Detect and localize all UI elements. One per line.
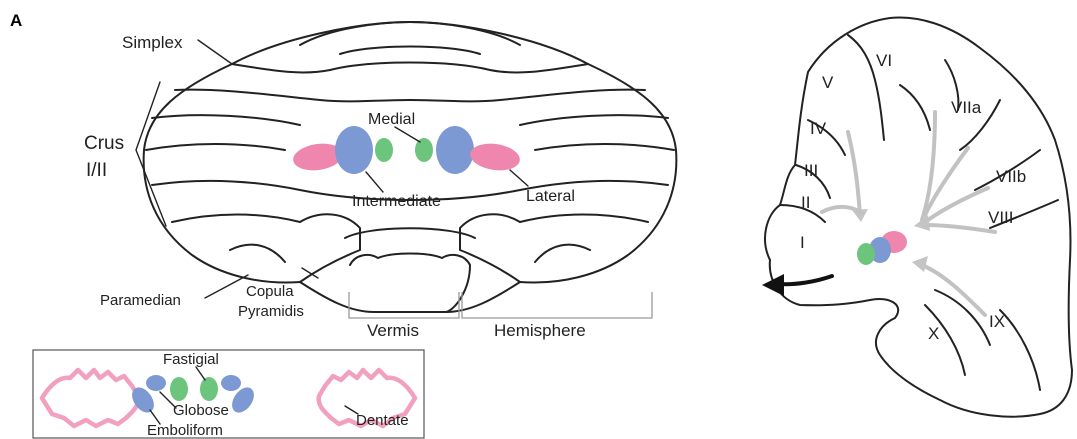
panel-letter: A [10, 11, 22, 30]
simplex-label: Simplex [122, 33, 183, 52]
medial-label: Medial [368, 111, 415, 128]
vermis-folium [340, 47, 480, 55]
lobule-label: VIIa [951, 98, 982, 117]
lobule-label: II [801, 193, 810, 212]
lateral-leader [510, 170, 528, 186]
folium-line [175, 90, 410, 102]
crus-label-line2: I/II [86, 160, 107, 181]
folium [1000, 310, 1040, 390]
medial-nucleus-left [375, 138, 393, 162]
lobule-label: III [804, 161, 818, 180]
fastigial-nucleus-left [170, 377, 188, 401]
hemisphere-bracket [462, 292, 652, 318]
vermis-folium [300, 22, 520, 45]
crus-label-line1: Crus [84, 133, 124, 154]
intermediate-label: Intermediate [352, 193, 441, 210]
lobule-label: IX [989, 312, 1005, 331]
vermis-label: Vermis [367, 321, 419, 340]
globose-label: Globose [173, 402, 229, 419]
folium-line [520, 215, 648, 223]
lobule-label: V [822, 73, 834, 92]
hemisphere-label: Hemisphere [494, 321, 586, 340]
lobule-label: X [928, 324, 939, 343]
flow-arrow [848, 132, 860, 214]
copula-label-line1: Copula [246, 283, 294, 300]
lateral-label: Lateral [526, 188, 575, 205]
vermis-bracket [349, 292, 459, 318]
globose-nucleus-right [221, 375, 241, 391]
flow-arrow [925, 225, 995, 232]
output-arrow [780, 276, 832, 284]
folium-line [152, 115, 300, 125]
globose-nucleus-left [146, 375, 166, 391]
sagittal-outline [765, 17, 1072, 416]
intermediate-leader [366, 172, 383, 192]
pyramis [350, 254, 470, 313]
vermis-folium [330, 63, 490, 71]
paramedian-leader [205, 275, 248, 298]
vermis-folium [345, 228, 475, 238]
folium-line [232, 64, 330, 72]
output-arrowhead [762, 274, 784, 296]
copula-folium [230, 245, 285, 262]
paramedian-label: Paramedian [100, 292, 181, 309]
folium-line [520, 115, 668, 125]
folium [900, 85, 930, 130]
flow-arrow [922, 265, 985, 315]
intermediate-nucleus-left [335, 126, 373, 174]
lobule-label: VIIb [996, 167, 1026, 186]
simplex-leader [198, 40, 232, 64]
folium [935, 290, 990, 345]
crus-bracket [136, 82, 166, 226]
fastigial-nucleus-right [200, 377, 218, 401]
emboliform-label: Emboliform [147, 422, 223, 439]
folium-line [535, 144, 674, 150]
lobule-label: I [800, 233, 805, 252]
lateral-nucleus-right [468, 141, 521, 174]
lobule-label: VIII [988, 208, 1014, 227]
medial-nucleus-sagittal [857, 243, 875, 265]
folium-line [146, 144, 285, 150]
intermediate-nucleus-right [436, 126, 474, 174]
flow-arrowhead [912, 256, 928, 272]
folium-line [490, 64, 588, 72]
fastigial-label: Fastigial [163, 351, 219, 368]
medial-nucleus-right [415, 138, 433, 162]
nuclei-inset: Fastigial Globose Emboliform Dentate [33, 350, 424, 439]
lobule-label: IV [810, 119, 827, 138]
medial-leader [395, 127, 420, 142]
dorsal-cerebellum-view: Simplex Crus I/II Medial Intermediate La… [84, 22, 676, 340]
cerebellum-outline [144, 22, 677, 312]
lobule-label: VI [876, 51, 892, 70]
folium-line [410, 90, 645, 102]
copula-folium [535, 245, 590, 262]
folium-line [172, 215, 300, 223]
dentate-label: Dentate [356, 412, 409, 429]
copula-label-line2: Pyramidis [238, 303, 304, 320]
